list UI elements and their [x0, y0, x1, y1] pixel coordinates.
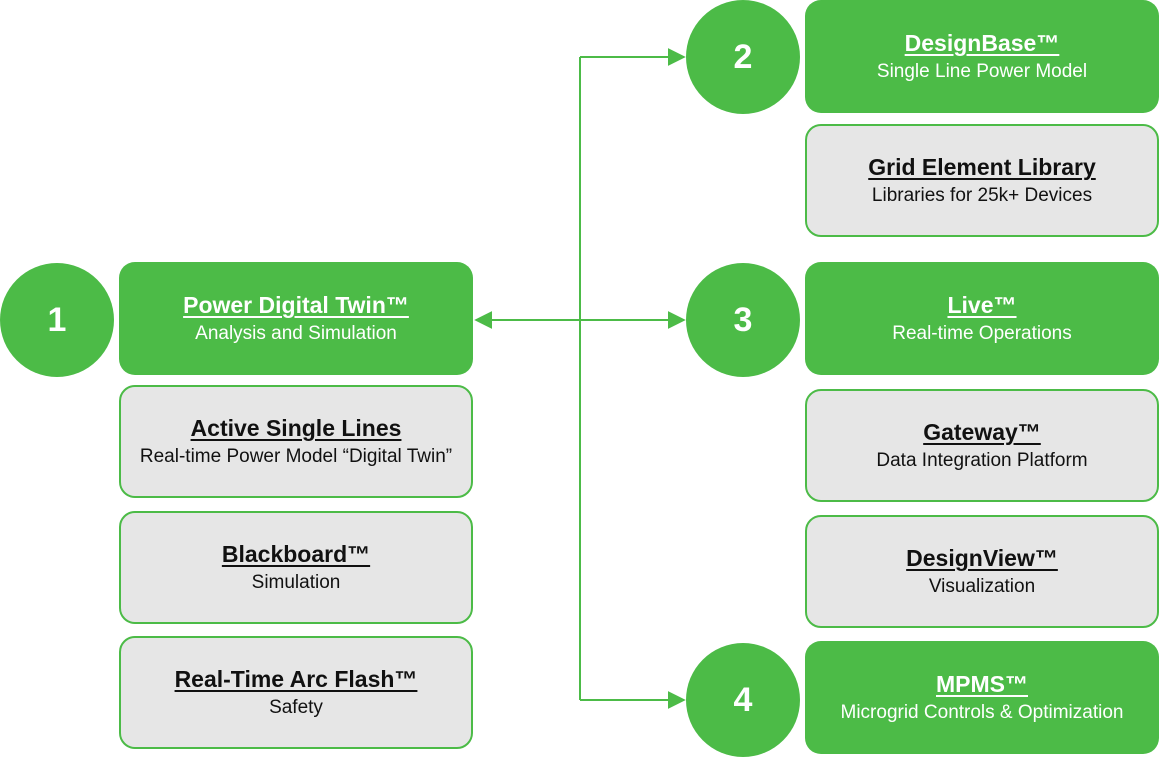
arc-flash-subtitle: Safety	[269, 697, 323, 718]
step-1-circle: 1	[0, 263, 114, 377]
arc-flash-box[interactable]: Real-Time Arc Flash™ Safety	[119, 636, 473, 749]
grid-element-library-box[interactable]: Grid Element Library Libraries for 25k+ …	[805, 124, 1159, 237]
active-single-lines-box[interactable]: Active Single Lines Real-time Power Mode…	[119, 385, 473, 498]
blackboard-title: Blackboard™	[221, 541, 371, 568]
grid-element-library-title: Grid Element Library	[868, 154, 1096, 181]
mpms-subtitle: Microgrid Controls & Optimization	[840, 702, 1124, 723]
designview-title: DesignView™	[906, 545, 1058, 572]
gateway-title: Gateway™	[923, 419, 1041, 446]
step-4-circle: 4	[686, 643, 800, 757]
step-4-number: 4	[733, 680, 753, 719]
mpms-box[interactable]: MPMS™ Microgrid Controls & Optimization	[805, 641, 1159, 754]
step-3-number: 3	[733, 300, 753, 339]
active-single-lines-title: Active Single Lines	[190, 415, 402, 442]
arc-flash-title: Real-Time Arc Flash™	[174, 666, 418, 693]
designview-subtitle: Visualization	[928, 576, 1036, 597]
gateway-box[interactable]: Gateway™ Data Integration Platform	[805, 389, 1159, 502]
step-2-circle: 2	[686, 0, 800, 114]
blackboard-subtitle: Simulation	[251, 572, 341, 593]
designview-box[interactable]: DesignView™ Visualization	[805, 515, 1159, 628]
power-digital-twin-box[interactable]: Power Digital Twin™ Analysis and Simulat…	[119, 262, 473, 375]
power-digital-twin-title: Power Digital Twin™	[183, 292, 409, 319]
step-3-circle: 3	[686, 263, 800, 377]
power-digital-twin-subtitle: Analysis and Simulation	[195, 323, 397, 344]
designbase-box[interactable]: DesignBase™ Single Line Power Model	[805, 0, 1159, 113]
designbase-subtitle: Single Line Power Model	[876, 61, 1088, 82]
designbase-title: DesignBase™	[904, 30, 1060, 57]
live-subtitle: Real-time Operations	[892, 323, 1072, 344]
gateway-subtitle: Data Integration Platform	[876, 450, 1088, 471]
mpms-title: MPMS™	[936, 671, 1028, 698]
blackboard-box[interactable]: Blackboard™ Simulation	[119, 511, 473, 624]
active-single-lines-subtitle: Real-time Power Model “Digital Twin”	[139, 446, 453, 467]
live-box[interactable]: Live™ Real-time Operations	[805, 262, 1159, 375]
step-2-number: 2	[733, 37, 753, 76]
live-title: Live™	[947, 292, 1017, 319]
step-1-number: 1	[47, 300, 67, 339]
grid-element-library-subtitle: Libraries for 25k+ Devices	[871, 185, 1093, 206]
